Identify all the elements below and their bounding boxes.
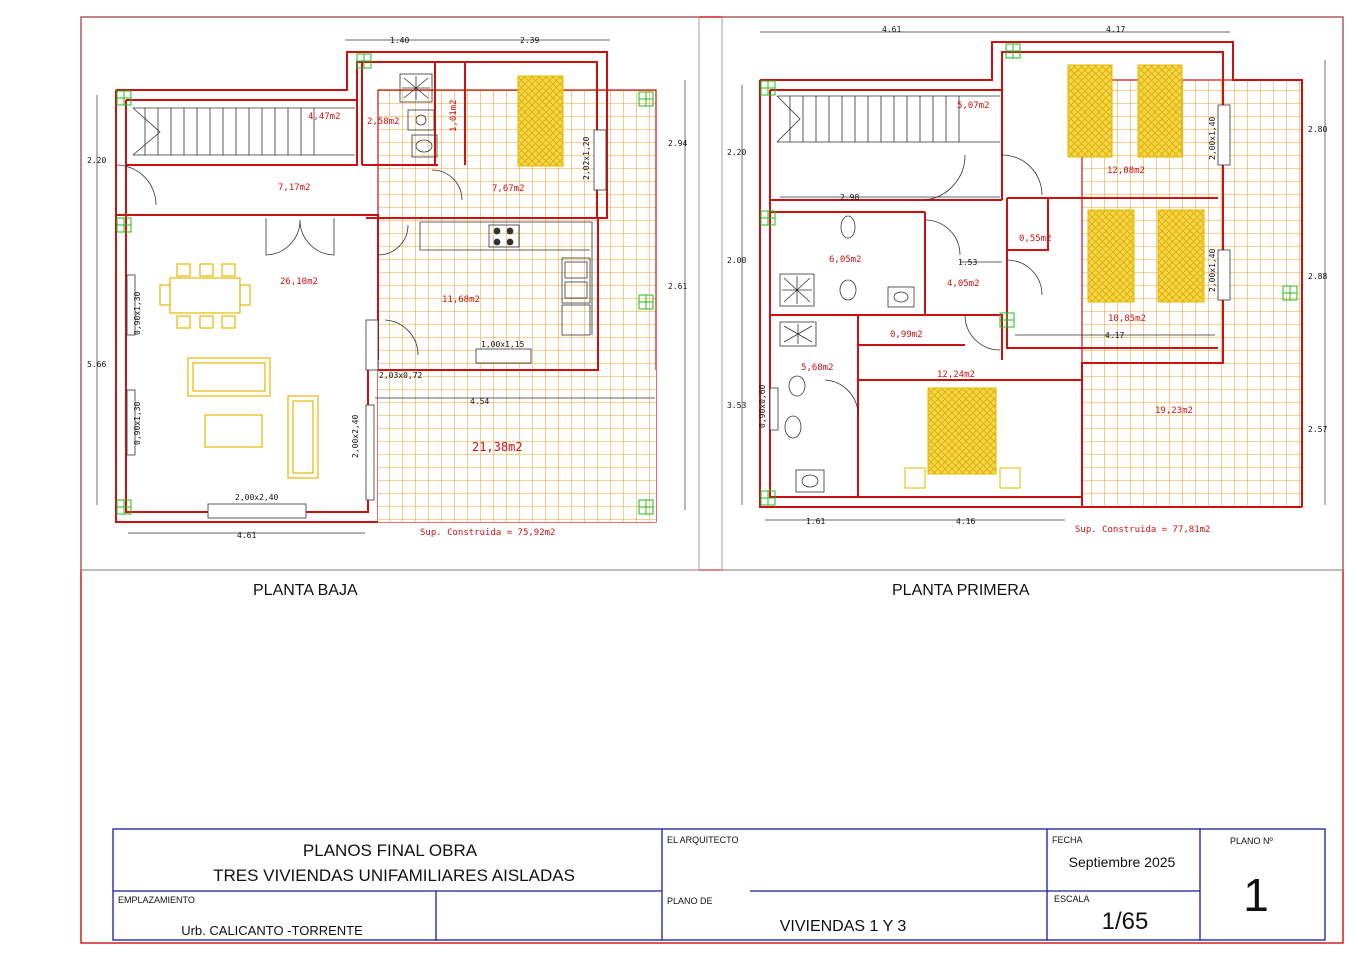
ground-dim-left1: 2.20 — [87, 156, 106, 165]
cartouche-plano-de: VIVIENDAS 1 Y 3 — [780, 918, 907, 935]
first-room-stairs: 5,07m2 — [957, 101, 990, 111]
first-dim-left1: 2.20 — [727, 148, 746, 157]
first-room-hall: 4,05m2 — [947, 279, 980, 289]
first-room-bath1: 6,05m2 — [829, 255, 862, 265]
ground-room-terrace: 21,38m2 — [472, 440, 523, 454]
cartouche-escala: 1/65 — [1102, 908, 1149, 935]
first-bed-master — [927, 387, 997, 475]
cartouche-plano-n: 1 — [1243, 869, 1269, 921]
cartouche-fecha: Septiembre 2025 — [1069, 854, 1176, 870]
ground-window-w2: 0,90x1,30 — [133, 401, 142, 445]
cartouche-plano-de-label: PLANO DE — [667, 896, 713, 906]
ground-plan-title: PLANTA BAJA — [253, 582, 358, 599]
first-dim-bed: 4.17 — [1105, 331, 1124, 340]
first-window-w2: 2,00x1,40 — [1208, 248, 1217, 292]
ground-room-storage: 1,01m2 — [449, 99, 459, 132]
ground-bath-fixtures — [399, 73, 438, 158]
ground-window-w6: 2,03x0,72 — [379, 371, 423, 380]
first-dim-right2: 2.88 — [1308, 272, 1327, 281]
ground-room-bath: 2,58m2 — [367, 117, 400, 127]
ground-dim-bottom: 4.61 — [237, 531, 256, 540]
ground-stairs — [132, 107, 355, 156]
ground-floor-plan — [96, 39, 686, 534]
ground-dim-top1: 1.40 — [390, 36, 409, 45]
first-room-bed1: 12,08m2 — [1107, 166, 1145, 176]
first-dim-hall: 1.53 — [958, 258, 977, 267]
ground-room-living: 26,10m2 — [280, 277, 318, 287]
title-block — [112, 828, 1326, 941]
ground-dim-inner: 4.54 — [470, 397, 489, 406]
ground-exterior-wall-left — [115, 90, 378, 523]
ground-window-w4: 2,02x1,20 — [582, 136, 591, 180]
first-stairs — [776, 95, 1000, 143]
first-grid-markers — [760, 43, 1298, 506]
ground-room-hall: 7,17m2 — [278, 183, 311, 193]
cartouche-emplazamiento-label: EMPLAZAMIENTO — [118, 895, 195, 905]
ground-window-w5: 1,00x1,15 — [481, 340, 525, 349]
first-bed-1b — [1137, 64, 1183, 158]
cartouche-plano-n-label: PLANO Nº — [1230, 836, 1274, 846]
first-bath-fixtures — [779, 215, 915, 493]
first-room-terrace: 19,23m2 — [1155, 406, 1193, 416]
cartouche-title1: PLANOS FINAL OBRA — [303, 841, 478, 860]
first-plan-frame — [721, 16, 1344, 571]
ground-living-furniture — [159, 263, 319, 479]
first-dim-left3: 3.53 — [727, 401, 746, 410]
ground-kitchen-fixtures — [419, 221, 593, 336]
first-room-storage: 0,99m2 — [890, 330, 923, 340]
ground-room-bedroom: 7,67m2 — [492, 184, 525, 194]
first-dim-bottom1: 1.61 — [806, 517, 825, 526]
ground-dim-left2: 5.66 — [87, 360, 106, 369]
cartouche-title2: TRES VIVIENDAS UNIFAMILIARES AISLADAS — [213, 866, 575, 885]
first-plan-title: PLANTA PRIMERA — [892, 582, 1030, 599]
first-surface-label: Sup. Construida = 77,81m2 — [1075, 525, 1210, 535]
first-window-w3: 0,90x0,60 — [758, 384, 767, 428]
ground-room-kitchen: 11,68m2 — [442, 295, 480, 305]
first-window-w1: 2,00x1,40 — [1208, 116, 1217, 160]
cartouche-escala-label: ESCALA — [1054, 894, 1090, 904]
first-bed-2b — [1157, 209, 1205, 303]
ground-bed — [517, 75, 564, 167]
first-room-bath2: 5,68m2 — [801, 363, 834, 373]
first-dim-right3: 2.57 — [1308, 425, 1327, 434]
ground-room-stairs: 4,47m2 — [308, 112, 341, 122]
first-dim-bottom2: 4.16 — [956, 517, 975, 526]
first-dim-stair: 2.98 — [840, 193, 859, 202]
first-bed-2a — [1087, 209, 1135, 303]
first-room-master: 12,24m2 — [937, 370, 975, 380]
first-dim-left2: 2.00 — [727, 256, 746, 265]
first-room-closet: 0,55m2 — [1019, 234, 1052, 244]
first-dim-top1: 4.61 — [882, 25, 901, 34]
ground-grid-markers — [116, 53, 654, 515]
ground-dim-top2: 2.39 — [520, 36, 539, 45]
first-bed-1a — [1067, 64, 1113, 158]
cartouche-fecha-label: FECHA — [1052, 835, 1083, 845]
cartouche-arquitecto-label: EL ARQUITECTO — [667, 835, 739, 845]
ground-window-w7: 2,00x2,40 — [351, 414, 360, 458]
first-floor-plan — [741, 31, 1326, 521]
ground-window-w1: 0,90x1,30 — [133, 291, 142, 335]
ground-plan-frame — [80, 16, 700, 571]
ground-dim-right1: 2.94 — [668, 139, 687, 148]
cartouche-emplazamiento: Urb. CALICANTO -TORRENTE — [181, 923, 363, 938]
first-room-bed2: 10,85m2 — [1108, 314, 1146, 324]
ground-surface-label: Sup. Construida = 75,92m2 — [420, 528, 555, 538]
first-dim-top2: 4.17 — [1106, 25, 1125, 34]
ground-dim-right2: 2.61 — [668, 282, 687, 291]
first-dim-right1: 2.80 — [1308, 125, 1327, 134]
ground-window-w3: 2,00x2,40 — [235, 493, 279, 502]
ground-exterior-wall-top — [116, 51, 608, 371]
